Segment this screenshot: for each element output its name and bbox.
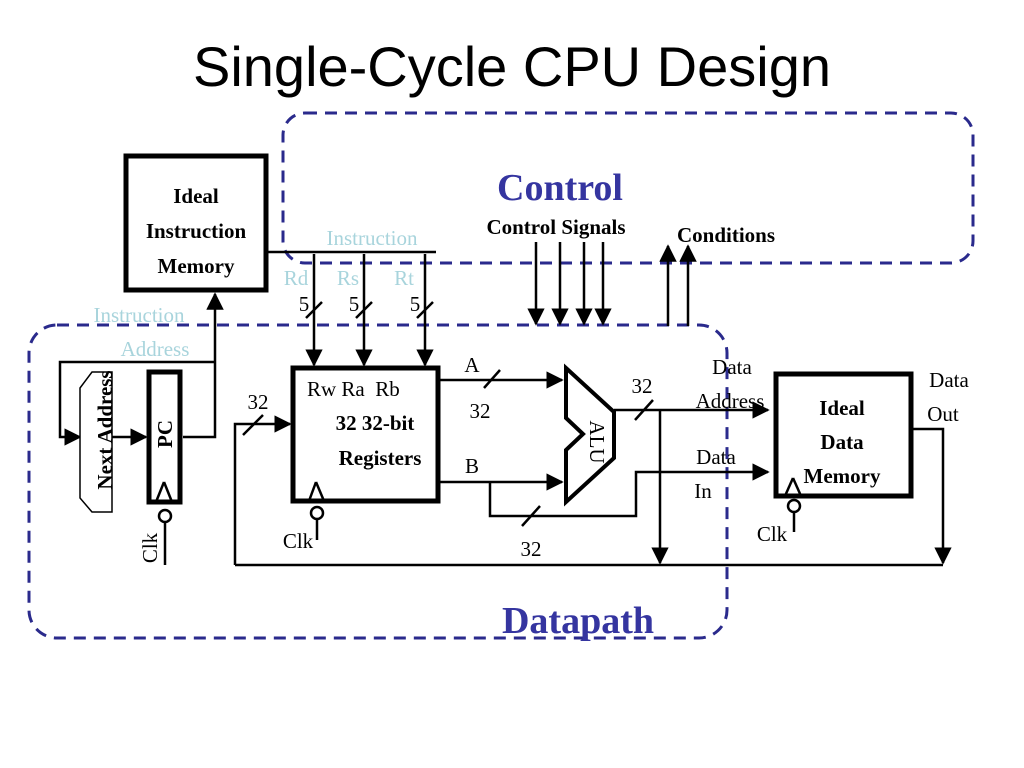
pc-clk-label: Clk [138,532,162,563]
instruction-label: Instruction [327,226,418,250]
bus-a-label: A [464,353,480,377]
data-memory-line1: Ideal [819,396,865,420]
register-ports: Rw Ra Rb [307,377,400,401]
instruction-memory-box [123,153,269,293]
dmem-clock-bubble [786,498,802,514]
instruction-address-line2: Address [121,337,190,361]
datapath-region [27,323,729,640]
data-in-width: 32 [521,537,542,561]
data-memory-box [773,371,914,499]
field-rt: Rt [394,266,414,290]
datapath-label: Datapath [502,600,654,642]
bus-ab-width: 32 [470,399,491,423]
pc-register [146,369,183,505]
condition-arrows [659,244,697,326]
instruction-memory-line1: Ideal [173,184,219,208]
data-memory-line3: Memory [804,464,881,488]
instruction-memory-line2: Instruction [146,219,247,243]
control-label: Control [497,167,623,209]
rs-width: 5 [349,292,360,316]
pc-label: PC [153,420,177,448]
next-address-label: Next Address [93,370,117,489]
slide-title: Single-Cycle CPU Design [193,35,831,98]
rt-width: 5 [410,292,421,316]
pc-clock-bubble [157,508,173,524]
data-address-line2: Address [696,389,765,413]
control-signals-label: Control Signals [486,215,625,239]
dmem-clock-wedge [783,477,795,497]
register-file-box [290,365,441,504]
data-address-line1: Data [712,355,752,379]
field-rd: Rd [284,266,309,290]
dmem-clk-label: Clk [757,522,788,546]
control-region [281,111,975,265]
register-file-line1: 32 32-bit [336,411,415,435]
control-signal-arrows [527,242,612,326]
writeback-wire [233,415,292,565]
reg-clk-label: Clk [283,529,314,553]
data-in-line1: Data [696,445,736,469]
data-out-wire [911,427,952,565]
pc-clock-wedge [154,481,166,503]
data-out-line1: Data [929,368,969,392]
conditions-label: Conditions [677,223,775,247]
alu-label: ALU [585,420,609,463]
alu-result-width: 32 [632,374,653,398]
next-address-block [79,371,113,513]
reg-clock-wedge [307,481,318,502]
pc-feedback-wire [58,360,215,446]
instruction-address-line1: Instruction [94,303,185,327]
instruction-memory-line3: Memory [158,254,235,278]
register-file-line2: Registers [339,446,422,470]
data-memory-line2: Data [820,430,864,454]
field-rs: Rs [337,266,359,290]
reg-clock-bubble [309,505,325,521]
rd-width: 5 [299,292,310,316]
writeback-width: 32 [248,390,269,414]
data-in-wire [488,463,770,518]
pc-to-imem-wire [183,292,224,439]
bus-b-label: B [465,454,479,478]
data-out-line2: Out [927,402,959,426]
alu-shape [564,363,616,507]
data-in-line2: In [694,479,712,503]
register-field-wires [305,254,434,367]
